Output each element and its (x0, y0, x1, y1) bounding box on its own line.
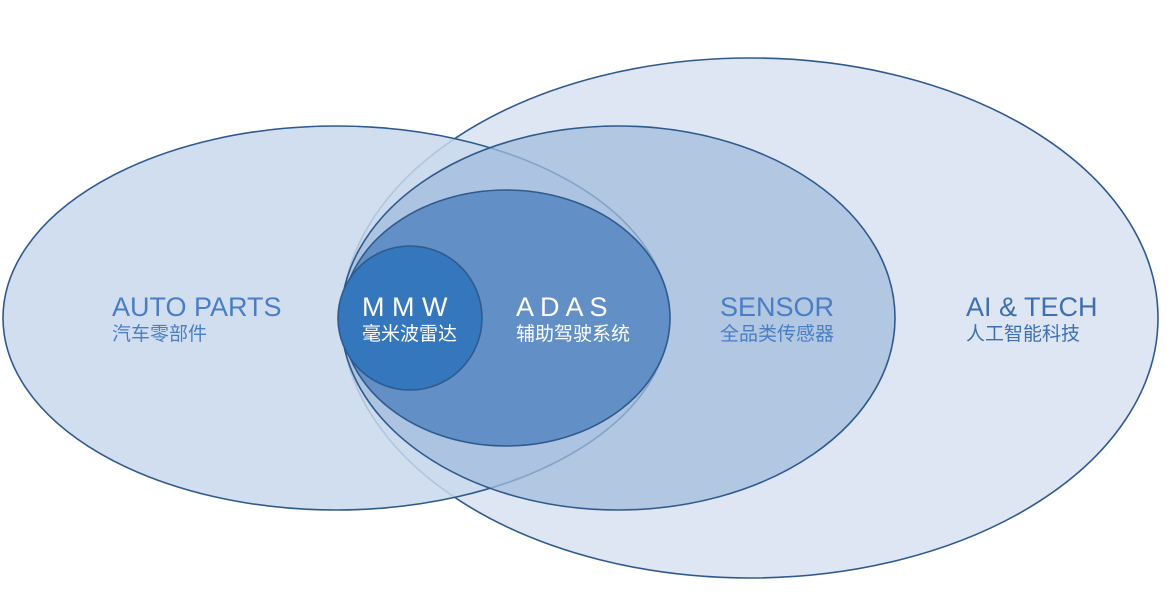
mmw-ellipse (337, 245, 483, 391)
sensor-subtitle: 全品类传感器 (720, 323, 835, 345)
ai-tech-subtitle: 人工智能科技 (966, 323, 1081, 345)
ai-tech-title: AI & TECH (966, 292, 1098, 322)
adas-subtitle: 辅助驾驶系统 (516, 323, 631, 345)
auto-parts-title: AUTO PARTS (112, 292, 282, 322)
mmw-subtitle: 毫米波雷达 (362, 323, 458, 345)
mmw-title: M M W (362, 292, 448, 322)
sensor-title: SENSOR (720, 292, 835, 322)
adas-title: A D A S (516, 292, 608, 322)
auto-parts-subtitle: 汽车零部件 (112, 323, 208, 345)
